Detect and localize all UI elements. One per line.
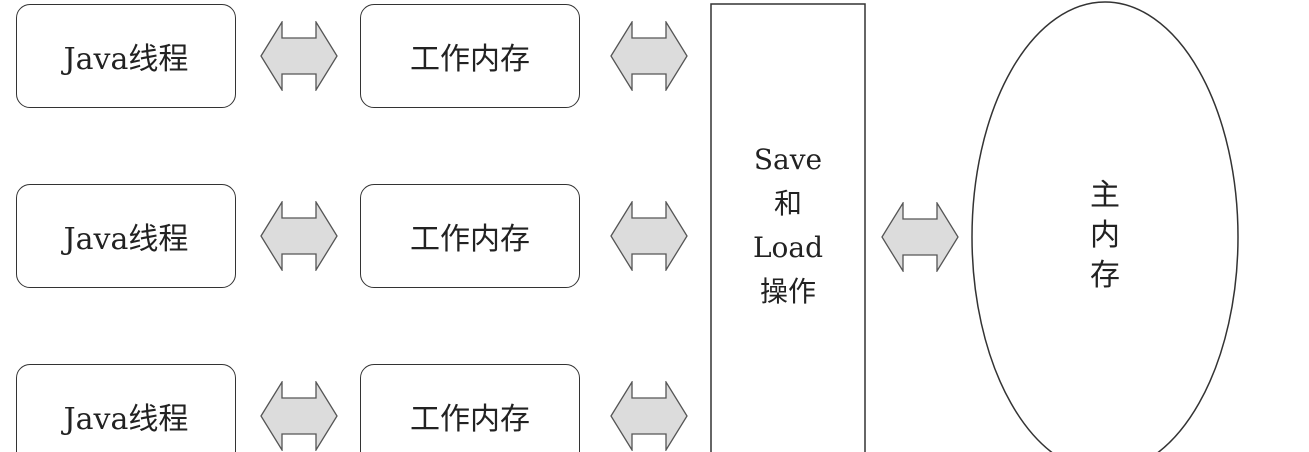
java-thread-label: Java线程 bbox=[63, 402, 189, 437]
java-thread-box-3: Java线程 bbox=[16, 364, 236, 452]
save-load-line: Save bbox=[753, 143, 823, 176]
working-memory-label: 工作内存 bbox=[410, 402, 530, 437]
double-arrow-icon bbox=[260, 21, 338, 91]
double-arrow-icon bbox=[881, 202, 959, 272]
save-load-box bbox=[710, 3, 866, 452]
main-memory-line: 存 bbox=[1090, 258, 1120, 293]
java-thread-label: Java线程 bbox=[63, 42, 189, 77]
working-memory-box-1: 工作内存 bbox=[360, 4, 580, 108]
double-arrow-icon bbox=[260, 381, 338, 451]
save-load-line: 和 bbox=[773, 187, 802, 220]
double-arrow-icon bbox=[610, 21, 688, 91]
java-thread-label: Java线程 bbox=[63, 222, 189, 257]
main-memory-label: 主 内 存 bbox=[1075, 176, 1135, 296]
save-load-line: Load bbox=[752, 231, 824, 264]
double-arrow-icon bbox=[610, 201, 688, 271]
save-load-label: Save 和 Load 操作 bbox=[711, 138, 865, 314]
working-memory-box-3: 工作内存 bbox=[360, 364, 580, 452]
main-memory-ellipse bbox=[971, 1, 1239, 452]
working-memory-label: 工作内存 bbox=[410, 42, 530, 77]
main-memory-line: 内 bbox=[1090, 218, 1120, 253]
double-arrow-icon bbox=[260, 201, 338, 271]
working-memory-label: 工作内存 bbox=[410, 222, 530, 257]
working-memory-box-2: 工作内存 bbox=[360, 184, 580, 288]
java-thread-box-1: Java线程 bbox=[16, 4, 236, 108]
java-thread-box-2: Java线程 bbox=[16, 184, 236, 288]
double-arrow-icon bbox=[610, 381, 688, 451]
main-memory-line: 主 bbox=[1090, 178, 1120, 213]
save-load-line: 操作 bbox=[759, 275, 816, 308]
